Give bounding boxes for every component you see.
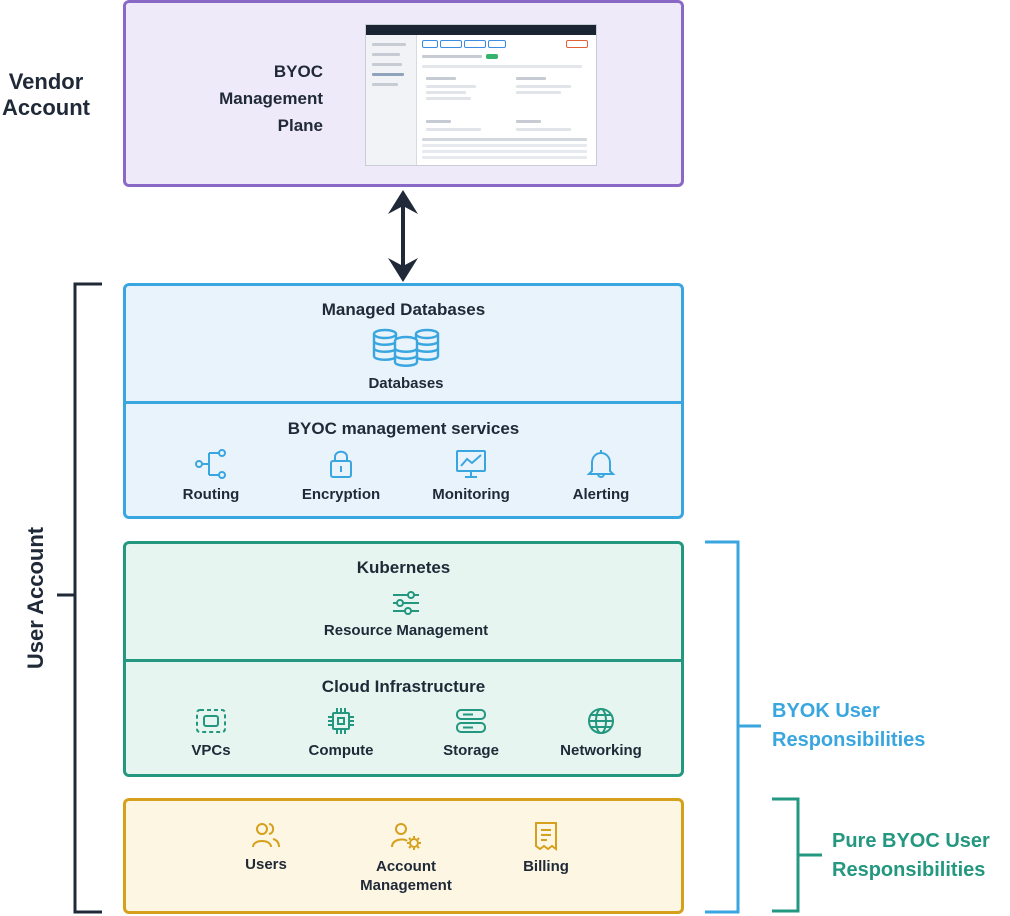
compute-label: Compute <box>308 742 374 759</box>
chip-icon <box>328 708 354 734</box>
networking-item: Networking <box>536 707 666 760</box>
lock-icon <box>330 450 352 478</box>
resource-management-item: Resource Management <box>311 591 501 640</box>
byoc-management-plane-label: BYOC Management Plane <box>219 62 323 135</box>
bell-icon <box>586 450 616 478</box>
networking-label: Networking <box>560 742 642 759</box>
monitoring-label: Monitoring <box>432 486 510 503</box>
pure-byoc-responsibilities-bracket <box>772 797 822 913</box>
monitoring-item: Monitoring <box>406 449 536 504</box>
byok-responsibilities-bracket <box>705 540 761 914</box>
databases-label: Databases <box>368 375 444 392</box>
bidirectional-arrow <box>388 190 418 282</box>
users-icon <box>252 823 280 848</box>
compute-item: Compute <box>276 707 406 760</box>
storage-label: Storage <box>443 742 499 759</box>
account-management-box: Users Account Management Billing <box>123 798 684 914</box>
monitor-chart-icon <box>456 450 486 478</box>
management-console-screenshot <box>365 24 597 166</box>
pure-byoc-responsibilities-label: Pure BYOC User Responsibilities <box>832 830 990 881</box>
billing-label: Billing <box>523 858 569 875</box>
users-item: Users <box>201 821 331 874</box>
byoc-services-title: BYOC management services <box>287 419 520 438</box>
resource-management-label: Resource Management <box>323 622 489 639</box>
vpcs-label: VPCs <box>191 742 231 759</box>
storage-icon <box>456 709 486 733</box>
receipt-icon <box>535 822 557 851</box>
routing-item: Routing <box>146 449 276 504</box>
vpcs-item: VPCs <box>146 707 276 760</box>
vendor-account-label: Vendor Account <box>2 69 90 120</box>
cloud-infrastructure-title: Cloud Infrastructure <box>321 677 486 696</box>
users-label: Users <box>245 856 287 873</box>
sliders-icon <box>393 591 419 615</box>
user-account-label: User Account <box>23 526 48 670</box>
routing-icon <box>195 449 226 479</box>
alerting-label: Alerting <box>572 486 630 503</box>
kubernetes-infrastructure-box: Kubernetes Resource Management Cloud Inf… <box>123 541 684 777</box>
user-account-bracket <box>57 282 102 914</box>
byok-responsibilities-label: BYOK User Responsibilities <box>772 700 926 751</box>
routing-label: Routing <box>182 486 240 503</box>
managed-databases-title: Managed Databases <box>321 300 486 319</box>
encryption-item: Encryption <box>276 449 406 504</box>
databases-icon <box>372 328 440 367</box>
vpc-icon <box>196 709 226 733</box>
managed-databases-box: Managed Databases Databases BYOC managem… <box>123 283 684 519</box>
encryption-label: Encryption <box>301 486 381 503</box>
storage-item: Storage <box>406 707 536 760</box>
billing-item: Billing <box>481 821 611 876</box>
kubernetes-infrastructure-divider <box>126 659 681 662</box>
databases-item: Databases <box>341 328 471 393</box>
alerting-item: Alerting <box>536 449 666 504</box>
database-services-divider <box>126 401 681 404</box>
user-gear-icon <box>391 823 421 850</box>
account-management-item: Account Management <box>341 821 471 895</box>
account-management-label: Account Management <box>360 858 452 894</box>
kubernetes-title: Kubernetes <box>356 558 451 577</box>
globe-icon <box>588 708 614 734</box>
